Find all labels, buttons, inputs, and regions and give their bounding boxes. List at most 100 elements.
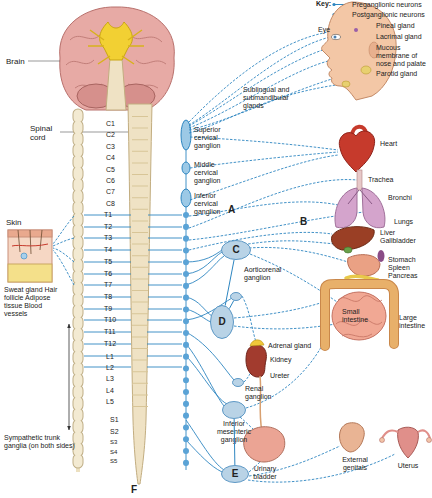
intestine-illustration bbox=[336, 296, 382, 337]
skin-illustration bbox=[8, 230, 52, 282]
part-label: Superior cervical ganglion bbox=[194, 126, 240, 150]
liver-illustration bbox=[331, 227, 374, 253]
lung-illustration bbox=[335, 188, 357, 228]
right-sympathetic-chain bbox=[182, 162, 190, 174]
postganglionic-fiber bbox=[53, 216, 74, 285]
ganglion-outline bbox=[222, 401, 246, 419]
spinal-segment-label: S1 bbox=[110, 416, 126, 424]
ganglion-oval: D bbox=[210, 305, 234, 339]
spinal-segment-label: C5 bbox=[106, 166, 122, 174]
part-label: Large intestine bbox=[399, 314, 432, 330]
part-label: Spinal cord bbox=[30, 124, 64, 142]
legend-samples bbox=[332, 3, 335, 6]
right-sympathetic-chain bbox=[181, 120, 191, 470]
skin-illustration bbox=[21, 253, 27, 259]
spinal-segment-label: S2 bbox=[110, 428, 126, 436]
part-label: Adrenal gland bbox=[268, 342, 328, 350]
brain-illustration bbox=[60, 7, 175, 110]
part-label: Bronchi bbox=[388, 194, 428, 202]
heart-illustration bbox=[339, 127, 374, 172]
ganglion-oval: C bbox=[221, 240, 251, 260]
postganglionic-fiber bbox=[53, 30, 395, 482]
spinal-segment-label: L4 bbox=[106, 387, 122, 395]
postganglionic-fiber bbox=[189, 232, 332, 250]
preganglionic-fiber bbox=[147, 215, 182, 367]
kidney-illustration bbox=[260, 376, 262, 432]
part-label: Small intestine bbox=[342, 308, 376, 324]
spinal-segment-label: S3 bbox=[110, 439, 126, 446]
brain-illustration bbox=[60, 7, 175, 110]
part-label: Eye bbox=[318, 26, 338, 34]
head-illustration bbox=[334, 36, 337, 39]
skin-illustration bbox=[12, 244, 48, 246]
callout-letter: B bbox=[300, 216, 312, 227]
brain-illustration bbox=[100, 22, 133, 60]
head-illustration bbox=[354, 28, 358, 32]
skin-illustration bbox=[18, 230, 42, 254]
part-label: Kidney bbox=[270, 356, 310, 364]
spinal-segment-label: C3 bbox=[106, 143, 122, 151]
part-label: Sweat gland Hair follicle Adipose tissue… bbox=[4, 286, 64, 318]
part-label: External genitals bbox=[330, 456, 380, 472]
spinal-cord bbox=[132, 116, 148, 410]
spinal-cord bbox=[128, 104, 152, 484]
part-label: Skin bbox=[6, 218, 36, 227]
callout-letter: E bbox=[221, 468, 249, 479]
part-label: Lacrimal gland bbox=[376, 33, 432, 41]
part-label: Uterus bbox=[388, 462, 428, 470]
postganglionic-fiber bbox=[240, 340, 325, 432]
spinal-segment-label: C8 bbox=[106, 200, 122, 208]
part-label: Liver Gallbladder bbox=[380, 229, 424, 245]
uterus-illustration bbox=[380, 427, 432, 458]
skin-illustration bbox=[8, 230, 52, 282]
part-label: Trachea bbox=[368, 176, 408, 184]
spinal-segment-label: T2 bbox=[104, 223, 122, 231]
spinal-segment-label: T1 bbox=[104, 211, 122, 219]
spinal-segment-label: C6 bbox=[106, 177, 122, 185]
spinal-segment-label: T7 bbox=[104, 281, 122, 289]
nerve-connector bbox=[229, 301, 233, 309]
ganglion-oval: Renal ganglion bbox=[232, 378, 244, 387]
skin-illustration bbox=[8, 264, 52, 282]
head-illustration bbox=[361, 66, 371, 74]
nerve-connector bbox=[225, 260, 234, 306]
spinal-segment-label: C7 bbox=[106, 188, 122, 196]
stomach-illustration bbox=[378, 250, 385, 262]
left-sympathetic-chain bbox=[76, 112, 80, 472]
part-label: Key: bbox=[316, 0, 336, 8]
right-sympathetic-chain bbox=[183, 215, 189, 470]
spinal-segment-label: T8 bbox=[104, 293, 122, 301]
intestine-illustration bbox=[325, 284, 394, 346]
head-illustration bbox=[342, 81, 350, 87]
spinal-segment-label: L5 bbox=[106, 398, 122, 406]
part-label: Middle cervical ganglion bbox=[194, 161, 240, 185]
ganglion-outline bbox=[232, 378, 244, 387]
uterus-illustration bbox=[398, 427, 419, 458]
spinal-segment-label: S4 bbox=[110, 449, 126, 456]
part-label: Lungs bbox=[394, 218, 430, 226]
ganglion-shape bbox=[211, 306, 234, 339]
ganglion-label: Aorticorenal ganglion bbox=[244, 266, 290, 282]
part-label: Brain bbox=[6, 57, 36, 66]
part-label: Parotid gland bbox=[376, 70, 432, 78]
nerve-connector bbox=[234, 419, 236, 465]
intestine-illustration bbox=[332, 292, 386, 340]
kidney-illustration bbox=[246, 345, 266, 377]
spinal-segment-label: C2 bbox=[106, 131, 122, 139]
stomach-illustration bbox=[346, 250, 385, 280]
lung-illustration bbox=[362, 188, 385, 228]
part-label: Stomach Spleen Pancreas bbox=[388, 256, 430, 280]
uterus-illustration bbox=[427, 438, 432, 443]
callout-letter: A bbox=[228, 204, 240, 215]
spinal-segment-label: C1 bbox=[106, 120, 122, 128]
right-sympathetic-chain bbox=[181, 189, 191, 207]
preganglionic-fiber bbox=[186, 250, 224, 285]
part-label: Urinary bladder bbox=[244, 465, 286, 481]
ganglion-shape bbox=[223, 402, 246, 419]
head-illustration bbox=[332, 34, 341, 39]
ganglion-shape bbox=[222, 241, 251, 260]
ganglion-outline bbox=[230, 292, 242, 301]
preganglionic-fiber bbox=[84, 215, 131, 367]
